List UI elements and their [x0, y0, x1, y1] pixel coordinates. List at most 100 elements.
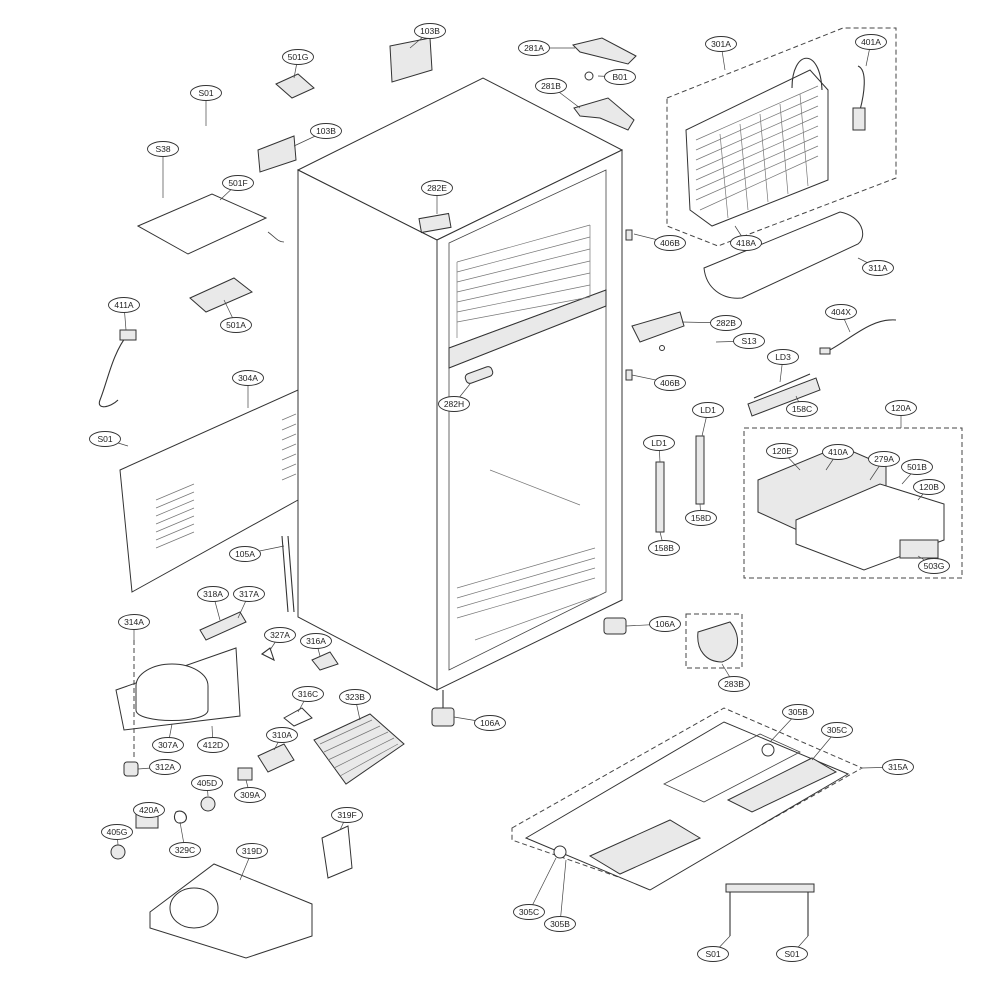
callout-text: 120E — [772, 446, 792, 456]
callout-c405g: 405G — [101, 824, 133, 840]
callout-text: 327A — [270, 630, 290, 640]
callout-ellipse — [282, 49, 314, 65]
callout-ellipse — [544, 916, 576, 932]
callout-c406b-a: 406B — [654, 235, 686, 251]
back-cover-304a — [119, 389, 299, 593]
callout-ellipse — [718, 676, 750, 692]
callout-text: 158D — [691, 513, 711, 523]
callout-ellipse — [266, 727, 298, 743]
callout-ellipse — [101, 824, 133, 840]
callout-text: S01 — [705, 949, 720, 959]
callout-c501a: 501A — [220, 317, 252, 333]
callout-ellipse — [918, 558, 950, 574]
base-plate-315a — [511, 707, 864, 891]
callout-ellipse — [882, 759, 914, 775]
callout-c304a: 304A — [232, 370, 264, 386]
callout-cld1-b: LD1 — [643, 435, 675, 451]
callout-cs13: S13 — [733, 333, 765, 349]
callout-c103b-mid: 103B — [310, 123, 342, 139]
callout-text: 305B — [550, 919, 570, 929]
callout-text: B01 — [612, 72, 627, 82]
callout-ellipse — [649, 616, 681, 632]
callout-text: 282E — [427, 183, 447, 193]
callout-ellipse — [776, 946, 808, 962]
callout-text: 316C — [298, 689, 318, 699]
bracket-283b — [685, 613, 743, 669]
callout-text: 158C — [792, 404, 812, 414]
callout-c305b-top: 305B — [782, 704, 814, 720]
leader-c305c-bot — [528, 857, 557, 913]
callout-text: S01 — [784, 949, 799, 959]
callout-ellipse — [421, 180, 453, 196]
callout-c120e: 120E — [766, 443, 798, 459]
callout-ellipse — [149, 759, 181, 775]
callout-ellipse — [885, 400, 917, 416]
callout-text: 323B — [345, 692, 365, 702]
callout-c316c: 316C — [292, 686, 324, 702]
callout-text: S01 — [198, 88, 213, 98]
callout-text: 411A — [114, 300, 134, 310]
callout-ellipse — [825, 304, 857, 320]
refrigerator-cabinet — [296, 77, 633, 691]
callout-ellipse — [234, 787, 266, 803]
callout-ellipse — [474, 715, 506, 731]
callout-text: S13 — [741, 336, 756, 346]
callout-ellipse — [782, 704, 814, 720]
callout-text: 312A — [155, 762, 175, 772]
callout-text: 503G — [924, 561, 945, 571]
callout-c307a: 307A — [152, 737, 184, 753]
callout-ellipse — [220, 317, 252, 333]
callout-c309a: 309A — [234, 787, 266, 803]
callout-text: 301A — [711, 39, 731, 49]
callout-c314a: 314A — [118, 614, 150, 630]
callout-c283b: 283B — [718, 676, 750, 692]
callout-c158c: 158C — [786, 401, 818, 417]
cord-411a — [98, 329, 137, 408]
callout-cs01-b: S01 — [89, 431, 121, 447]
callout-ellipse — [191, 775, 223, 791]
callout-c158b: 158B — [648, 540, 680, 556]
callout-text: 120A — [891, 403, 911, 413]
callout-text: 279A — [874, 454, 894, 464]
callout-c282e: 282E — [421, 180, 453, 196]
callout-ellipse — [654, 235, 686, 251]
callout-text: S01 — [97, 434, 112, 444]
evaporator-301a — [666, 27, 897, 247]
callout-ellipse — [730, 235, 762, 251]
callout-ellipse — [169, 842, 201, 858]
callout-c318a: 318A — [197, 586, 229, 602]
callout-c420a: 420A — [133, 802, 165, 818]
grommet-405d — [200, 796, 216, 812]
callout-c412d: 412D — [197, 737, 229, 753]
callout-ellipse — [236, 843, 268, 859]
callout-ellipse — [786, 401, 818, 417]
callout-cld1-a: LD1 — [692, 402, 724, 418]
callout-ellipse — [310, 123, 342, 139]
callout-ellipse — [654, 375, 686, 391]
evaporator-cover-311a — [703, 211, 863, 299]
callout-text: 304A — [238, 373, 258, 383]
lamp-ld1-158b — [655, 461, 665, 533]
callout-c310a: 310A — [266, 727, 298, 743]
callout-c311a: 311A — [862, 260, 894, 276]
callout-ellipse — [855, 34, 887, 50]
callout-c406b-b: 406B — [654, 375, 686, 391]
callout-ellipse — [147, 141, 179, 157]
callout-ellipse — [705, 36, 737, 52]
callout-c503g: 503G — [918, 558, 950, 574]
callout-text: 418A — [736, 238, 756, 248]
callout-c327a: 327A — [264, 627, 296, 643]
callout-c418a: 418A — [730, 235, 762, 251]
callout-c279a: 279A — [868, 451, 900, 467]
callout-ellipse — [233, 586, 265, 602]
callout-cs01-a: S01 — [190, 85, 222, 101]
callout-ellipse — [339, 689, 371, 705]
callout-text: 318A — [203, 589, 223, 599]
callout-c329c: 329C — [169, 842, 201, 858]
lamp-ld3-158c — [747, 373, 821, 417]
callout-ellipse — [733, 333, 765, 349]
callout-text: 314A — [124, 617, 144, 627]
leveling-leg-left — [431, 690, 455, 727]
callout-text: 501F — [228, 178, 247, 188]
